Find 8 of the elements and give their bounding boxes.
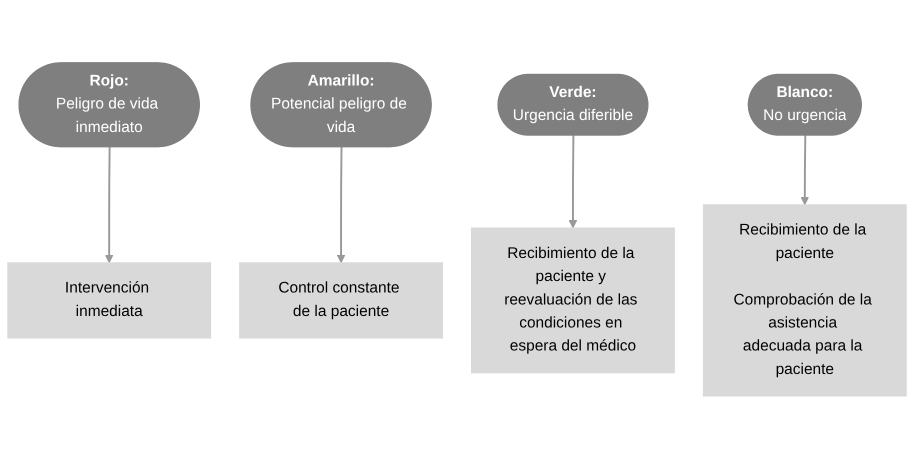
arrow [336,147,346,264]
node-box: Control constante de la paciente [239,262,443,339]
node-box: Recibimiento de la paciente y reevaluación de las condiciones en espera del médico [471,228,675,374]
arrow [568,136,578,228]
arrow [800,136,810,206]
node-box: Intervención inmediata [7,262,212,339]
node-box: Recibimiento de la paciente Comprobación de la asistencia adecuada para la paciente [702,204,907,397]
arrow [104,147,114,264]
